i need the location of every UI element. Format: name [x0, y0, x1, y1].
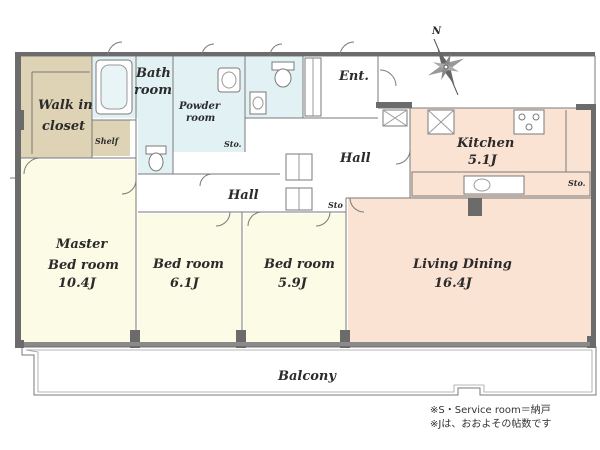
toilet-icon: [145, 145, 167, 172]
bath-label: Bath: [135, 66, 171, 81]
walls: [15, 52, 596, 348]
bathtub-icon: [95, 59, 133, 115]
kitchen-label: Kitchen: [456, 136, 514, 151]
shelf-area: [92, 120, 130, 156]
sink-icon: [217, 67, 241, 93]
bedroom-2-label: Bed room: [152, 257, 224, 272]
living-dining-area: [348, 198, 595, 346]
kitchen-counter-icon: [411, 110, 591, 197]
entrance-label: Ent.: [338, 69, 369, 84]
plan-notes: ※S・Service room＝納戸 ※Jは、おおよその帖数です: [430, 404, 598, 432]
compass-north-label: N: [431, 26, 442, 37]
toilet-icon: [271, 61, 295, 88]
powder-room-label-2: room: [186, 113, 215, 124]
hall-label-lower: Hall: [227, 188, 259, 203]
bedroom-2-size: 6.1J: [170, 276, 200, 291]
walk-in-closet-label: Walk in: [38, 98, 93, 113]
living-dining-size: 16.4J: [434, 276, 473, 291]
note-service-room: ※S・Service room＝納戸: [430, 405, 551, 416]
hall-label: Hall: [339, 151, 371, 166]
entrance-storage-icon: [304, 57, 322, 117]
closet-shelves-icon: [31, 71, 408, 211]
small-storage-label: Sto: [328, 200, 343, 210]
walk-in-closet-label-2: closet: [42, 119, 85, 134]
stove-icon: [513, 109, 545, 135]
bedroom-3-area: [244, 214, 346, 346]
bath-label-2: room: [134, 83, 172, 98]
living-dining-label: Living Dining: [412, 257, 512, 272]
shelf-label: Shelf: [95, 136, 120, 146]
kitchen-size-label: 5.1J: [468, 153, 498, 168]
kitchen-storage-label: Sto.: [568, 178, 586, 188]
balcony-label: Balcony: [277, 369, 337, 384]
master-bedroom-label: Master: [55, 237, 108, 252]
note-jou-units: ※Jは、おおよその帖数です: [430, 419, 552, 430]
master-bedroom-area: [20, 160, 136, 346]
balcony: [21, 346, 597, 396]
bedroom-2-area: [138, 214, 242, 346]
master-bedroom-size: 10.4J: [58, 276, 97, 291]
bedroom-3-label: Bed room: [263, 257, 335, 272]
powder-room-label: Powder: [178, 101, 221, 112]
living-upper-area: [410, 108, 420, 198]
storage-label: Sto.: [224, 139, 242, 149]
door-swings: [10, 41, 411, 227]
bedroom-3-size: 5.9J: [278, 276, 308, 291]
master-bedroom-label-2: Bed room: [47, 258, 119, 273]
basin-icon: [249, 91, 267, 115]
compass-icon: [427, 38, 465, 96]
laundry-icon: [427, 109, 455, 135]
